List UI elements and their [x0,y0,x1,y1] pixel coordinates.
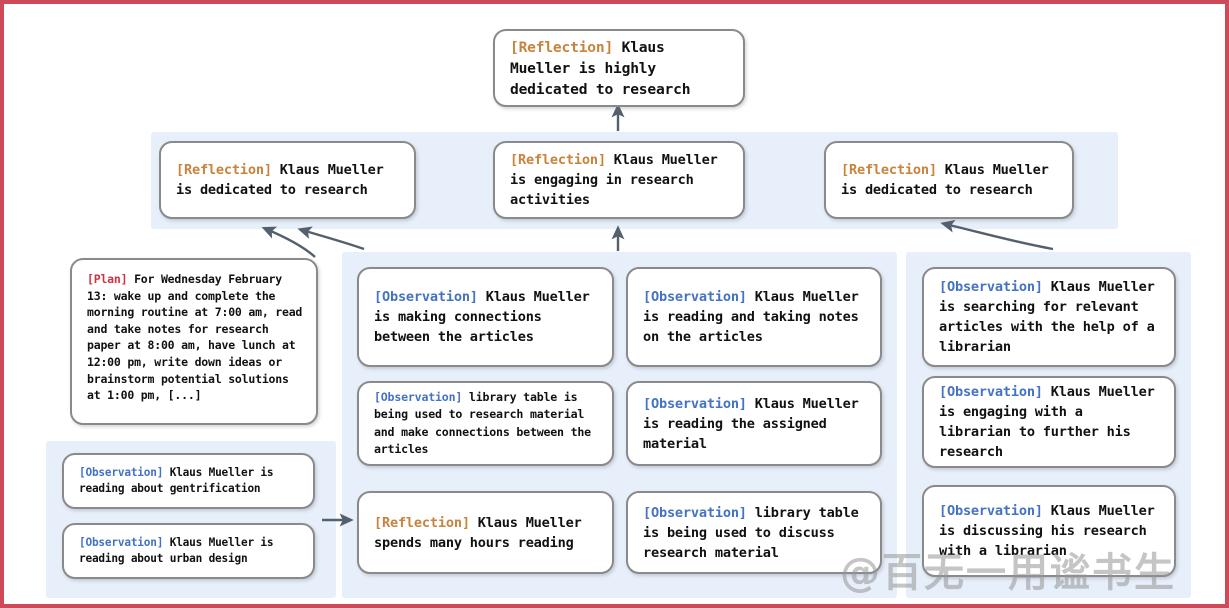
node-text: [Observation] library table is being use… [643,503,867,563]
node-top-reflection[interactable]: [Reflection] Klaus Mueller is highly ded… [493,29,745,107]
tag-reflection: [Reflection] [510,38,614,56]
tag-reflection: [Reflection] [841,162,937,178]
tag-reflection: [Reflection] [510,152,606,168]
node-column-a-3[interactable]: [Reflection] Klaus Mueller spends many h… [357,491,614,574]
node-left-observation-1[interactable]: [Observation] Klaus Mueller is reading a… [62,453,315,509]
tag-observation: [Observation] [643,395,747,412]
tag-observation: [Observation] [643,504,747,521]
node-text: [Observation] Klaus Mueller is reading a… [79,535,300,568]
node-column-b-1[interactable]: [Observation] Klaus Mueller is reading a… [626,267,882,367]
node-body: library table is being used to research … [374,389,591,457]
node-text: [Observation] library table is being use… [374,389,599,459]
node-body: Klaus Mueller is reading about urban des… [79,535,274,566]
node-column-c-2[interactable]: [Observation] Klaus Mueller is engaging … [922,376,1176,468]
node-text: [Observation] Klaus Mueller is reading a… [643,287,867,347]
node-body: library table is being used to discuss r… [643,504,859,561]
node-body: Klaus Mueller is reading about gentrific… [79,465,274,496]
tag-reflection: [Reflection] [176,162,272,178]
node-text: [Reflection] Klaus Mueller is dedicated … [841,160,1059,200]
node-text: [Observation] Klaus Mueller is engaging … [939,382,1161,462]
tag-observation: [Observation] [374,289,478,305]
node-body: Klaus Mueller is dedicated to research [841,162,1049,198]
node-text: [Observation] Klaus Mueller is discussin… [939,501,1161,561]
tag-observation: [Observation] [643,289,747,305]
node-text: [Reflection] Klaus Mueller spends many h… [374,513,599,553]
tag-observation: [Observation] [79,465,164,479]
node-column-c-3[interactable]: [Observation] Klaus Mueller is discussin… [922,485,1176,577]
node-body: Klaus Mueller is making connections betw… [374,289,590,345]
node-left-observation-2[interactable]: [Observation] Klaus Mueller is reading a… [62,523,315,579]
node-column-a-1[interactable]: [Observation] Klaus Mueller is making co… [357,267,614,367]
node-column-b-3[interactable]: [Observation] library table is being use… [626,491,882,574]
node-reflection-1[interactable]: [Reflection] Klaus Mueller is dedicated … [159,141,416,219]
tag-observation: [Observation] [939,503,1043,519]
node-body: Klaus Mueller is searching for relevant … [939,279,1155,355]
node-body: Klaus Mueller is engaging with a librari… [939,384,1155,460]
node-text: [Observation] Klaus Mueller is searching… [939,277,1161,357]
node-column-b-2[interactable]: [Observation] Klaus Mueller is reading t… [626,381,882,466]
node-text: [Plan] For Wednesday February 13: wake u… [87,271,303,404]
node-body: Klaus Mueller is reading and taking note… [643,289,859,345]
node-reflection-3[interactable]: [Reflection] Klaus Mueller is dedicated … [824,141,1074,219]
node-body: Klaus Mueller is dedicated to research [176,162,384,198]
node-text: [Reflection] Klaus Mueller is engaging i… [510,150,730,210]
node-body: Klaus Mueller is engaging in research ac… [510,152,718,208]
node-text: [Observation] Klaus Mueller is reading t… [643,394,867,454]
node-body: Klaus Mueller is reading the assigned ma… [643,395,859,452]
tag-reflection: [Reflection] [374,514,470,531]
node-body: Klaus Mueller is highly dedicated to res… [510,38,691,98]
node-body: Klaus Mueller spends many hours reading [374,514,582,551]
node-column-a-2[interactable]: [Observation] library table is being use… [357,381,614,466]
node-text: [Reflection] Klaus Mueller is dedicated … [176,160,401,200]
tag-plan: [Plan] [87,272,128,286]
node-body: Klaus Mueller is discussing his research… [939,503,1155,559]
node-text: [Observation] Klaus Mueller is making co… [374,287,599,347]
node-text: [Observation] Klaus Mueller is reading a… [79,465,300,498]
tag-observation: [Observation] [939,279,1043,295]
tag-observation: [Observation] [79,535,164,549]
node-text: [Reflection] Klaus Mueller is highly ded… [510,37,730,100]
node-plan[interactable]: [Plan] For Wednesday February 13: wake u… [70,258,318,425]
tag-observation: [Observation] [939,384,1043,400]
node-body: For Wednesday February 13: wake up and c… [87,272,303,403]
node-reflection-2[interactable]: [Reflection] Klaus Mueller is engaging i… [493,141,745,219]
node-column-c-1[interactable]: [Observation] Klaus Mueller is searching… [922,267,1176,367]
tag-observation: [Observation] [374,389,463,404]
